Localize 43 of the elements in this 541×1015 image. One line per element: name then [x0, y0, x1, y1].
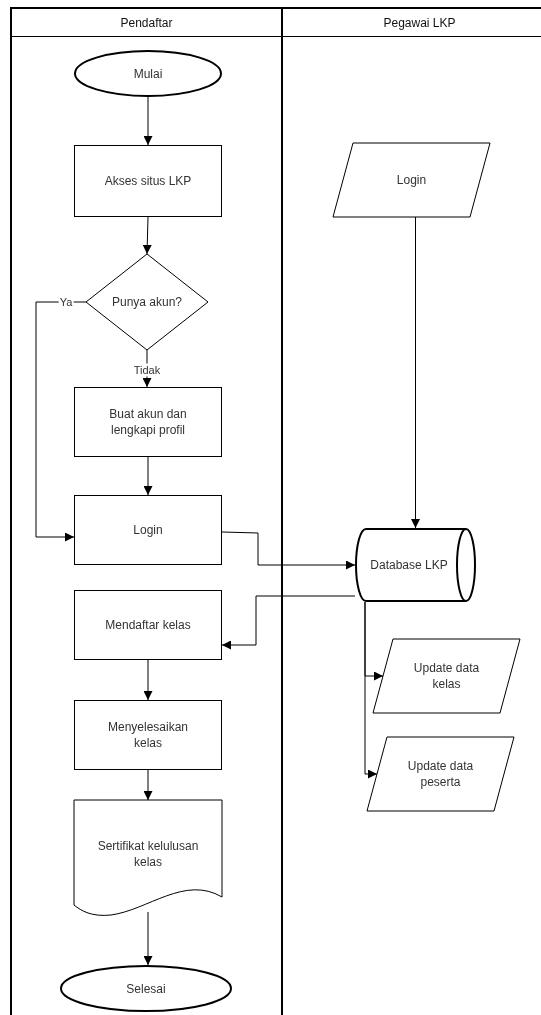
process-box: [74, 387, 222, 457]
data-parallelogram: [373, 639, 520, 713]
arrow: [143, 659, 153, 701]
node-label: Punya akun?: [111, 294, 183, 310]
terminator-ellipse: [60, 965, 232, 1012]
process-box: [74, 590, 222, 660]
arrow: [143, 96, 153, 146]
decision-diamond: [86, 254, 208, 350]
node-label: Akses situs LKP: [104, 173, 192, 189]
arrow: [143, 911, 153, 966]
node-label: Update data kelas: [412, 660, 481, 692]
node-label: Buat akun dan lengkapi profil: [108, 406, 188, 438]
node-label: Update data peserta: [406, 758, 475, 790]
edge-label: Ya: [58, 295, 74, 309]
node-label: Database LKP: [370, 557, 448, 573]
node-label: Login: [133, 522, 163, 538]
database-cylinder: [355, 528, 477, 602]
lane-title: Pendaftar: [120, 15, 173, 30]
swimlane: [282, 7, 541, 1015]
swimlane: [10, 7, 282, 1015]
arrow: [143, 769, 153, 801]
document-shape: [74, 800, 222, 915]
arrow: [142, 216, 152, 255]
process-box: [74, 495, 222, 565]
node-label: Mendaftar kelas: [105, 617, 191, 633]
node-label: Login: [396, 172, 427, 188]
node-label: Menyelesaikan kelas: [106, 719, 189, 751]
arrow: [411, 216, 420, 529]
arrow: [35, 301, 87, 542]
arrow: [364, 601, 378, 779]
process-box: [74, 145, 222, 217]
node-label: Sertifikat kelulusan kelas: [96, 838, 200, 870]
data-parallelogram: [367, 737, 514, 811]
lane-title: Pegawai LKP: [383, 15, 456, 30]
arrow: [221, 595, 356, 650]
data-parallelogram: [333, 143, 490, 217]
arrow: [221, 531, 356, 570]
terminator-ellipse: [74, 50, 222, 97]
node-label: Selesai: [126, 980, 166, 997]
edge-label: Tidak: [132, 363, 162, 377]
node-label: Mulai: [133, 65, 163, 82]
process-box: [74, 700, 222, 770]
arrow: [143, 456, 153, 496]
